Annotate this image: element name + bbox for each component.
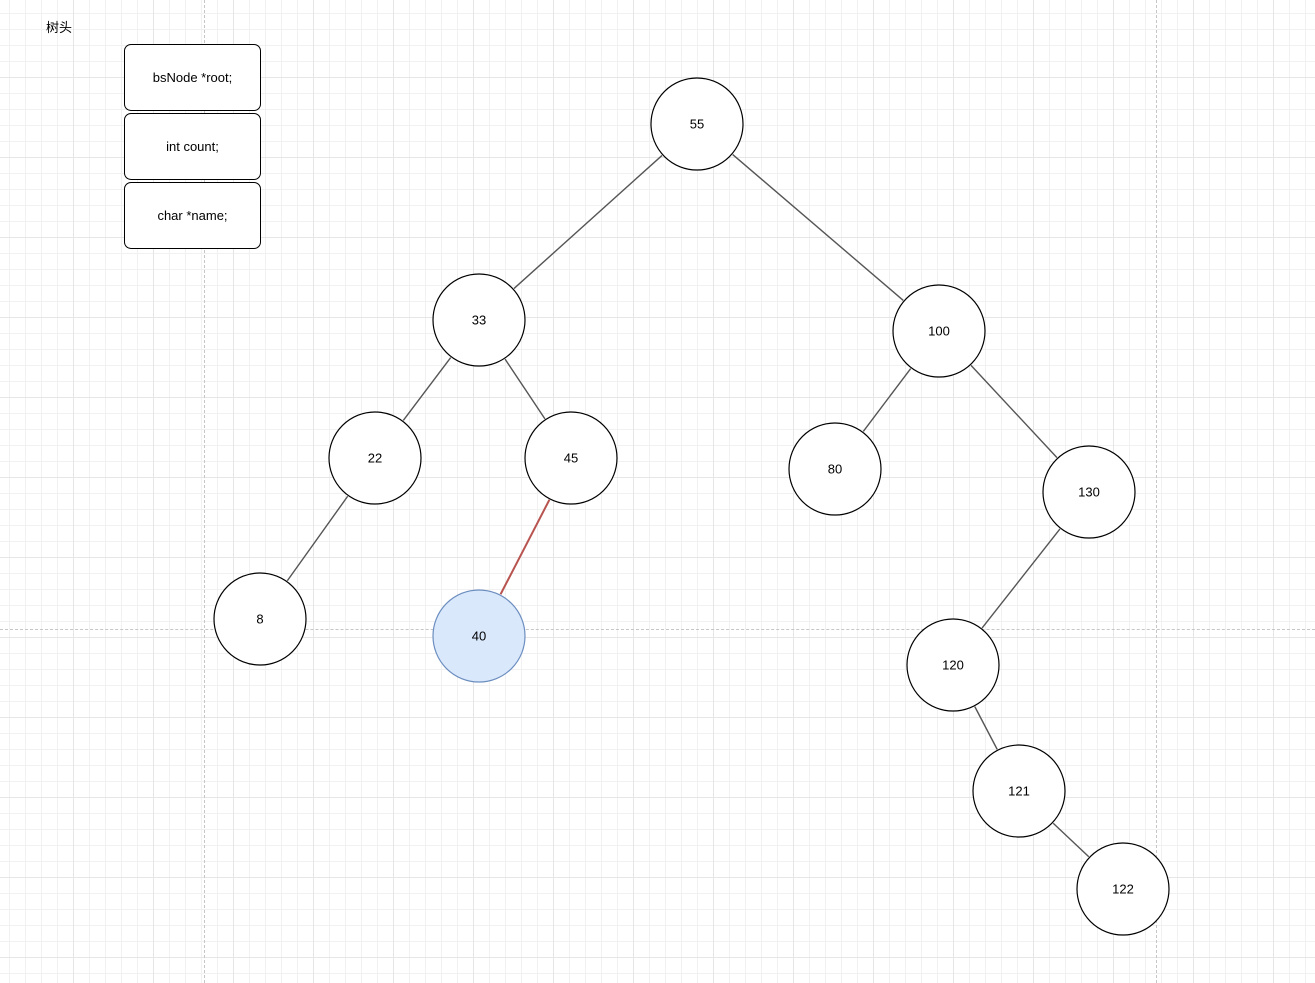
edge-120-121[interactable] [974,706,998,750]
tree-nodes: 55 33 100 22 45 80 130 8 40 120 121 122 [213,77,1170,936]
struct-field-name[interactable]: char *name; [124,182,261,249]
tree-node-80[interactable]: 80 [788,422,882,516]
node-label: 40 [472,629,486,644]
node-circle[interactable] [1042,445,1136,539]
node-label: 80 [828,462,842,477]
node-circle[interactable] [524,411,618,505]
edge-100-130[interactable] [970,364,1058,459]
node-label: 22 [368,451,382,466]
tree-node-8[interactable]: 8 [213,572,307,666]
node-circle[interactable] [1076,842,1170,936]
tree-node-100[interactable]: 100 [892,284,986,378]
node-circle[interactable] [972,744,1066,838]
tree-node-122[interactable]: 122 [1076,842,1170,936]
node-label: 45 [564,451,578,466]
tree-node-22[interactable]: 22 [328,411,422,505]
edge-55-33[interactable] [513,154,663,290]
node-label: 100 [928,324,950,339]
tree-node-55[interactable]: 55 [650,77,744,171]
tree-head-label[interactable]: 树头 [46,21,73,36]
struct-field-count[interactable]: int count; [124,113,261,180]
node-label: 122 [1112,882,1134,897]
node-circle[interactable] [432,589,526,683]
node-circle[interactable] [432,273,526,367]
struct-field-root[interactable]: bsNode *root; [124,44,261,111]
node-circle[interactable] [788,422,882,516]
node-label: 55 [690,117,704,132]
node-circle[interactable] [328,411,422,505]
node-circle[interactable] [650,77,744,171]
node-circle[interactable] [906,618,1000,712]
edge-130-120[interactable] [981,528,1061,629]
node-label: 130 [1078,485,1100,500]
tree-node-40[interactable]: 40 [432,589,526,683]
tree-node-130[interactable]: 130 [1042,445,1136,539]
node-label: 33 [472,313,486,328]
tree-node-45[interactable]: 45 [524,411,618,505]
edge-33-22[interactable] [402,357,452,421]
node-label: 121 [1008,784,1030,799]
edge-22-8[interactable] [286,495,349,582]
node-label: 120 [942,658,964,673]
tree-node-121[interactable]: 121 [972,744,1066,838]
edge-121-122[interactable] [1052,822,1090,858]
edge-55-100[interactable] [732,154,904,301]
node-circle[interactable] [892,284,986,378]
node-circle[interactable] [213,572,307,666]
edge-45-40[interactable] [499,499,551,595]
edge-100-80[interactable] [862,368,912,432]
tree-edges [286,154,1090,858]
tree-node-33[interactable]: 33 [432,273,526,367]
edge-33-45[interactable] [504,358,546,420]
node-label: 8 [256,612,263,627]
tree-node-120[interactable]: 120 [906,618,1000,712]
